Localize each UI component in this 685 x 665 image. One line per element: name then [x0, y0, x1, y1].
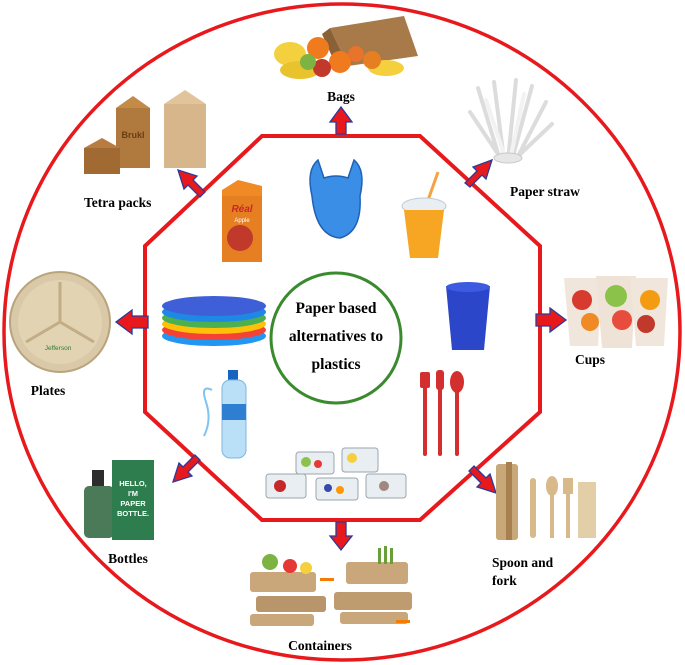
arrow-spoon-fork	[468, 465, 497, 494]
label-spoon-and-fork-line-2: fork	[492, 573, 517, 588]
paper-plate-image: Jefferson	[9, 271, 111, 373]
label-bags: Bags	[327, 89, 355, 104]
bottle-text-line-4: BOTTLE.	[117, 509, 149, 518]
plastic-containers-image	[265, 447, 407, 501]
arrow-tetra-packs	[177, 169, 206, 198]
plastic-bag-image	[309, 158, 363, 239]
juice-flavor-text: Apple	[234, 218, 250, 224]
tetra-brand-text: Brukl	[121, 130, 144, 140]
arrow-containers	[328, 521, 354, 552]
tetra-packs-image: Brukl	[84, 90, 206, 174]
paper-bottles-image: HELLO, I'M PAPER BOTTLE.	[84, 460, 154, 540]
center-text-line-3: plastics	[311, 356, 360, 373]
center-text-line-1: Paper based	[295, 300, 376, 317]
label-tetra-packs: Tetra packs	[84, 195, 151, 210]
arrow-paper-straw	[464, 158, 494, 188]
label-spoon-and-fork-line-1: Spoon and	[492, 555, 554, 570]
label-paper-straw: Paper straw	[510, 184, 580, 199]
paper-cups-image	[564, 276, 668, 348]
juice-carton-image: Réal Apple	[222, 180, 262, 262]
arrow-bags	[328, 105, 354, 135]
arrow-bottles	[172, 454, 201, 483]
paper-containers-image	[250, 546, 412, 626]
plastic-cup-straw-image	[401, 171, 447, 258]
paper-bag-image	[274, 16, 418, 79]
label-containers: Containers	[288, 638, 352, 653]
center-circle	[269, 271, 403, 405]
plastic-water-bottle-image	[203, 370, 247, 459]
wooden-cutlery-image	[496, 462, 596, 540]
bottle-text-line-2: I'M	[128, 489, 138, 498]
plastic-cutlery-image	[420, 370, 464, 456]
juice-brand-text: Réal	[231, 204, 252, 215]
plate-brand-text: Jefferson	[45, 345, 72, 352]
arrows	[114, 105, 568, 552]
arrow-cups	[535, 306, 568, 334]
paper-straw-image	[468, 78, 554, 164]
label-plates: Plates	[31, 383, 66, 398]
arrow-plates	[114, 308, 149, 336]
blue-plastic-cup-image	[446, 282, 490, 350]
label-bottles: Bottles	[108, 551, 148, 566]
plastic-plates-image	[162, 296, 266, 346]
center-text-line-2: alternatives to	[289, 328, 384, 345]
bottle-text-line-3: PAPER	[120, 499, 146, 508]
bottle-text-line-1: HELLO,	[119, 479, 147, 488]
label-cups: Cups	[575, 352, 605, 367]
